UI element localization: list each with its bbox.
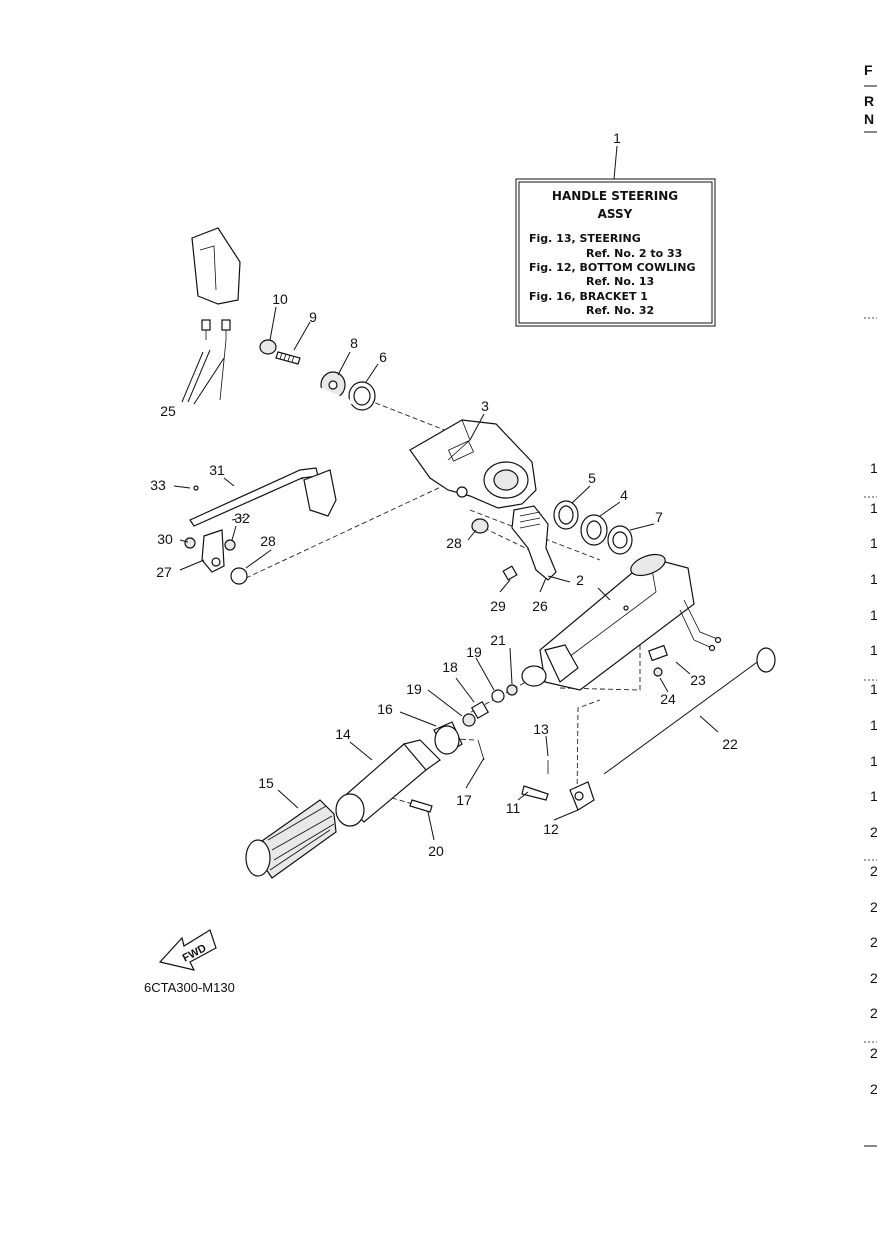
- part-2-steering-handle: [521, 553, 722, 691]
- part-22-throttle-cable: [521, 644, 776, 811]
- callout-label: 33: [150, 477, 166, 493]
- box-ref-line: Fig. 12, BOTTOM COWLING: [529, 261, 696, 274]
- drawing-code: 6CTA300-M130: [144, 980, 235, 995]
- edge-index-char: 2: [870, 824, 877, 840]
- fwd-arrow-icon: FWD: [158, 929, 217, 971]
- box-ref-line: Ref. No. 2 to 33: [586, 247, 682, 260]
- edge-index-char: 2: [870, 1045, 877, 1061]
- box-ref-line: Fig. 13, STEERING: [529, 232, 641, 245]
- callout-label: 10: [272, 291, 288, 307]
- next-page-edge: F R N 1 1 1 1 1 1 1 1 1 1 2 2 2 2 2 2 2 …: [864, 62, 877, 1147]
- edge-index-char: 1: [870, 607, 877, 623]
- callout-label: 26: [532, 598, 548, 614]
- box-ref-line: Fig. 16, BRACKET 1: [529, 290, 648, 303]
- callout-label: 20: [428, 843, 444, 859]
- throttle-grip: [245, 721, 463, 879]
- callout-label: 14: [335, 726, 351, 742]
- callout-label: 6: [379, 349, 387, 365]
- callout-label: 4: [620, 487, 628, 503]
- edge-index-char: 2: [870, 970, 877, 986]
- callout-label: 19: [406, 681, 422, 697]
- box-ref-line: Ref. No. 13: [586, 275, 654, 288]
- box-title-line1: HANDLE STEERING: [552, 189, 678, 203]
- callout-labels: 1 2 3 4 5 6 7 8 9 10 11 12 13 14 15 16 1…: [150, 130, 738, 859]
- edge-header-char: F: [864, 62, 873, 78]
- small-parts: [409, 684, 518, 813]
- callout-label: 27: [156, 564, 172, 580]
- callout-label: 28: [446, 535, 462, 551]
- callout-label: 29: [490, 598, 506, 614]
- box-ref-line: Ref. No. 32: [586, 304, 654, 317]
- callout-label: 13: [533, 721, 549, 737]
- edge-header-char: R: [864, 93, 874, 109]
- callout-label: 18: [442, 659, 458, 675]
- edge-header-char: N: [864, 111, 874, 127]
- callout-label: 17: [456, 792, 472, 808]
- callout-label: 24: [660, 691, 676, 707]
- edge-index-char: 1: [870, 535, 877, 551]
- callout-label: 3: [481, 398, 489, 414]
- edge-index-char: 2: [870, 899, 877, 915]
- callout-label: 21: [490, 632, 506, 648]
- reference-box: HANDLE STEERING ASSY Fig. 13, STEERING R…: [515, 178, 716, 327]
- bolt-nut: [259, 339, 301, 365]
- edge-index-char: 1: [870, 642, 877, 658]
- callout-label: 28: [260, 533, 276, 549]
- edge-index-char: 1: [870, 571, 877, 587]
- callout-label: 1: [613, 130, 621, 146]
- part-25-cables: [181, 227, 353, 453]
- callout-label: 11: [506, 800, 521, 816]
- callout-label: 30: [157, 531, 173, 547]
- edge-index-char: 1: [870, 788, 877, 804]
- part-3-bracket: [409, 419, 537, 509]
- callout-label: 7: [655, 509, 663, 525]
- part-31-link: [184, 467, 518, 585]
- leader-lines: [173, 306, 719, 841]
- callout-label: 31: [209, 462, 225, 478]
- callout-label: 2: [576, 572, 584, 588]
- box-title-line2: ASSY: [598, 207, 633, 221]
- callout-label: 23: [690, 672, 706, 688]
- edge-index-char: 1: [870, 681, 877, 697]
- edge-index-char: 1: [870, 500, 877, 516]
- edge-index-char: 1: [870, 460, 877, 476]
- callout-label: 9: [309, 309, 317, 325]
- callout-label: 12: [543, 821, 559, 837]
- callout-label: 8: [350, 335, 358, 351]
- callout-label: 25: [160, 403, 176, 419]
- callout-label: 5: [588, 470, 596, 486]
- edge-index-char: 2: [870, 1005, 877, 1021]
- callout-label: 15: [258, 775, 274, 791]
- callout-label: 32: [234, 510, 250, 526]
- callout-label: 19: [466, 644, 482, 660]
- edge-index-char: 2: [870, 934, 877, 950]
- callout-label: 22: [722, 736, 738, 752]
- callout-label: 16: [377, 701, 393, 717]
- edge-index-char: 1: [870, 753, 877, 769]
- part-26-lever: [511, 505, 557, 581]
- edge-index-char: 2: [870, 863, 877, 879]
- edge-index-char: 2: [870, 1081, 877, 1097]
- edge-index-char: 1: [870, 717, 877, 733]
